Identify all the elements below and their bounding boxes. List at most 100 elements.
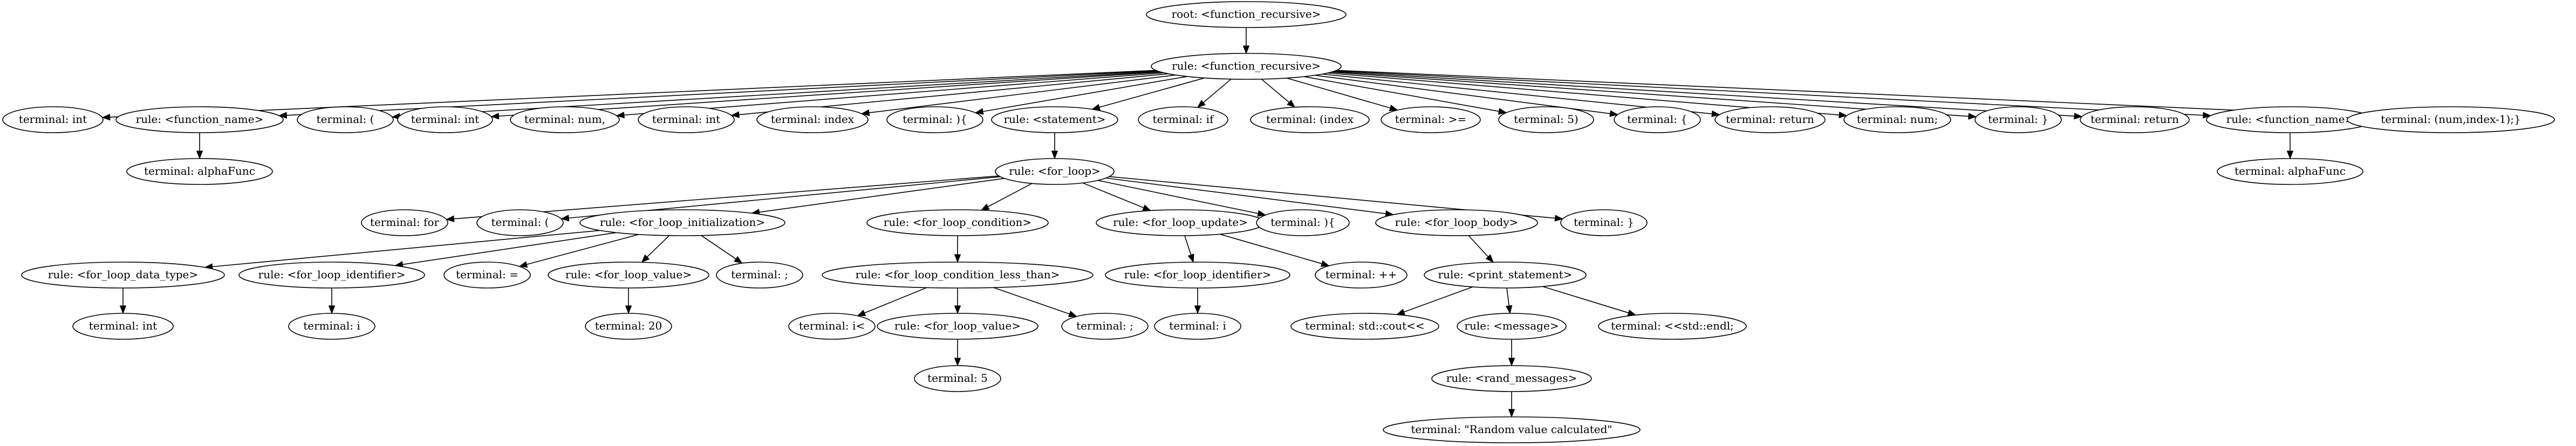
edge-n28-n38 (954, 236, 961, 263)
arrowhead (446, 215, 455, 222)
edge-n38-n45 (857, 287, 927, 317)
node-label: rule: <for_loop_update> (1113, 216, 1248, 229)
arrowhead (954, 358, 961, 367)
edge-n1-n8 (860, 74, 1176, 116)
node-label: rule: <function_recursive> (1172, 59, 1321, 72)
edge-n1-n9 (974, 76, 1187, 115)
tree-node-terminal-alphafunc: terminal: alphaFunc (2217, 158, 2363, 185)
edge-n31-n41 (1468, 235, 1494, 263)
edge-line (987, 183, 1033, 208)
tree-node-terminal: terminal: ( (297, 106, 394, 133)
edge-line (1303, 76, 1499, 112)
tree-node-rule-for-loop-identifier: rule: <for_loop_identifier> (1105, 262, 1290, 289)
arrowhead (119, 305, 127, 314)
tree-node-terminal: terminal: ){ (1256, 209, 1350, 236)
tree-node-terminal-int: terminal: int (638, 106, 735, 133)
arrowhead (1508, 409, 1515, 418)
node-ellipse (579, 209, 785, 236)
arrowhead (1320, 260, 1330, 267)
edge-n1-n21 (1336, 70, 2354, 119)
node-label: terminal: 20 (595, 319, 662, 332)
node-label: rule: <function_name> (2226, 113, 2354, 126)
node-label: terminal: for (370, 216, 440, 229)
edge-line (1184, 235, 1192, 255)
edge-line (1261, 79, 1290, 103)
edge-line (1336, 70, 2346, 116)
node-ellipse (866, 209, 1049, 236)
node-ellipse (1381, 106, 1481, 133)
node-ellipse (548, 262, 709, 289)
edge-n1-n6 (616, 72, 1164, 119)
tree-node-terminal-i: terminal: i (288, 313, 375, 340)
edge-line (1335, 70, 2203, 116)
node-ellipse (126, 158, 273, 185)
node-label: root: <function_recursive> (1172, 8, 1321, 20)
edge-n1-n5 (490, 71, 1161, 120)
arrowhead (1508, 358, 1515, 367)
arrowhead (954, 254, 961, 263)
node-label: terminal: index (771, 113, 855, 126)
edge-line (1105, 177, 1386, 215)
arrowhead (1711, 110, 1720, 118)
node-ellipse (1151, 53, 1342, 80)
edge-line (1330, 72, 1969, 117)
edge-line (1286, 77, 1391, 109)
edge-line (759, 178, 1005, 213)
tree-node-rule-message: rule: <message> (1457, 313, 1567, 340)
tree-node-terminal-num: terminal: num, (510, 106, 620, 133)
edge-line (1333, 71, 2075, 117)
node-label: terminal: 5 (927, 372, 988, 385)
edge-line (1506, 287, 1510, 306)
node-label: terminal: i (1169, 319, 1226, 332)
node-label: terminal: num; (1857, 113, 1938, 126)
arrowhead (1068, 311, 1078, 317)
edge-n41-n50 (1505, 287, 1513, 314)
node-label: terminal: } (1988, 113, 2048, 126)
tree-node-terminal-num-index-1: terminal: (num,index-1);} (2347, 106, 2555, 133)
node-ellipse (886, 106, 983, 133)
edge-line (1082, 182, 1144, 209)
tree-node-terminal: terminal: = (443, 262, 531, 289)
node-label: terminal: int (652, 113, 720, 126)
tree-node-terminal-int: terminal: int (397, 106, 493, 133)
node-ellipse (397, 106, 493, 133)
tree-node-rule-for-loop-body: rule: <for_loop_body> (1375, 209, 1538, 236)
edge-n41-n51 (1542, 286, 1637, 316)
node-ellipse (716, 262, 803, 289)
node-label: terminal: i< (799, 319, 865, 332)
arrowhead (734, 256, 743, 264)
node-label: rule: <for_loop_condition_less_than> (856, 268, 1060, 281)
arrowhead (1609, 110, 1618, 117)
node-ellipse (1424, 262, 1587, 289)
tree-node-terminal-random-value-calculated: terminal: "Random value calculated" (1383, 416, 1641, 443)
tree-node-terminal: terminal: { (1614, 106, 1701, 133)
node-label: rule: <function_name> (136, 113, 264, 126)
edge-line (498, 71, 1161, 117)
node-label: rule: <for_loop_identifier> (1124, 268, 1272, 281)
edge-line (993, 287, 1070, 314)
arrowhead (860, 109, 870, 116)
node-label: terminal: return (1726, 113, 1814, 126)
node-ellipse (822, 262, 1094, 289)
node-label: terminal: ( (317, 113, 374, 126)
edge-n34-n43 (328, 288, 336, 314)
node-ellipse (476, 209, 564, 236)
node-ellipse (585, 313, 672, 340)
node-ellipse (21, 262, 225, 289)
arrowhead (1142, 204, 1152, 211)
node-label: terminal: std::cout<< (1305, 319, 1424, 332)
arrowhead (1505, 305, 1513, 314)
node-ellipse (72, 313, 174, 340)
tree-node-rule-for-loop-condition-less-than: rule: <for_loop_condition_less_than> (822, 262, 1094, 289)
node-label: rule: <for_loop_identifier> (258, 268, 406, 281)
arrowhead (196, 150, 203, 160)
tree-node-terminal-index: terminal: index (756, 106, 869, 133)
node-ellipse (1383, 416, 1641, 443)
node-label: terminal: = (456, 268, 518, 281)
node-ellipse (1974, 106, 2062, 133)
edge-n1-n19 (1333, 71, 2083, 120)
arrowhead (1197, 100, 1206, 108)
arrowhead (1051, 150, 1058, 160)
tree-node-terminal-std-cout: terminal: std::cout<< (1290, 313, 1439, 340)
